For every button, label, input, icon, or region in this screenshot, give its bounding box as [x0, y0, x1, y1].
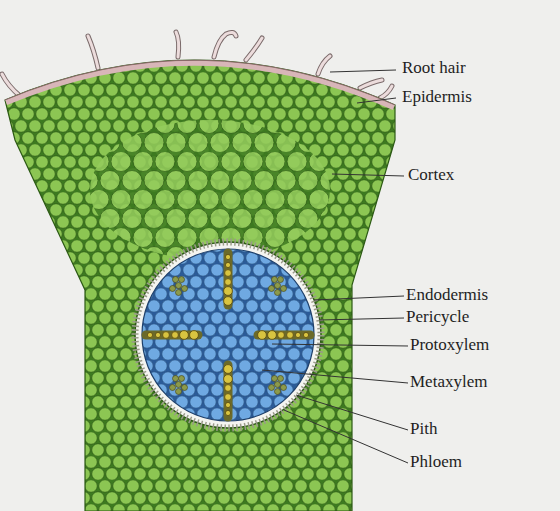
- phloem-cell: [280, 286, 286, 292]
- protoxylem-vessel: [147, 332, 152, 337]
- phloem-cell: [176, 381, 182, 387]
- phloem-cell: [173, 277, 179, 283]
- root-hair: [318, 56, 330, 74]
- metaxylem-vessel: [180, 331, 189, 340]
- root-hair: [380, 86, 392, 98]
- protoxylem-vessel: [225, 262, 230, 267]
- root-hair: [214, 32, 236, 57]
- root-hair-outline: [380, 86, 392, 98]
- xylem-arm: [224, 253, 233, 305]
- metaxylem-vessel: [268, 331, 277, 340]
- root-hair: [88, 36, 98, 68]
- xylem-arm: [258, 331, 310, 340]
- metaxylem-vessel: [225, 385, 232, 392]
- protoxylem-vessel: [225, 402, 230, 407]
- metaxylem-vessel: [224, 297, 233, 306]
- part-label: Phloem: [410, 452, 462, 472]
- metaxylem-vessel: [224, 365, 233, 374]
- endodermis: [135, 242, 321, 428]
- protoxylem-vessel: [303, 332, 308, 337]
- root-hair-outline: [214, 32, 236, 57]
- protoxylem-vessel: [155, 332, 160, 337]
- phloem-cell: [176, 283, 182, 289]
- metaxylem-vessel: [225, 394, 232, 401]
- phloem-cell: [182, 384, 188, 390]
- phloem-cell: [274, 381, 280, 387]
- root-hair-outline: [176, 32, 179, 57]
- metaxylem-vessel: [163, 332, 170, 339]
- vascular-tissue: [146, 253, 310, 417]
- metaxylem-vessel: [287, 332, 294, 339]
- phloem-cell: [173, 375, 179, 381]
- xylem-arm: [224, 365, 233, 417]
- metaxylem-vessel: [278, 332, 285, 339]
- part-label: Pith: [410, 419, 437, 439]
- root-hair-outline: [246, 38, 262, 60]
- phloem-cell: [277, 277, 283, 283]
- protoxylem-vessel: [295, 332, 300, 337]
- phloem-cell: [176, 290, 182, 296]
- xylem-arm: [146, 331, 198, 340]
- phloem-cell: [271, 277, 277, 283]
- phloem-cell: [271, 375, 277, 381]
- metaxylem-vessel: [190, 331, 199, 340]
- root-hair-outline: [2, 74, 20, 96]
- metaxylem-vessel: [225, 270, 232, 277]
- root-hair-outline: [318, 56, 330, 74]
- root-hair: [246, 38, 262, 60]
- metaxylem-vessel: [172, 332, 179, 339]
- pith: [142, 249, 314, 421]
- phloem-cell: [179, 277, 185, 283]
- epidermis: [5, 60, 395, 105]
- phloem-cell: [182, 286, 188, 292]
- cortex-large-cells: [90, 120, 330, 260]
- phloem-cell: [268, 384, 274, 390]
- phloem-cell: [179, 375, 185, 381]
- part-label: Endodermis: [406, 285, 488, 305]
- epidermis-outline: [5, 60, 395, 105]
- root-hair-outline: [360, 80, 382, 88]
- protoxylem-vessel: [225, 254, 230, 259]
- metaxylem-vessel: [224, 287, 233, 296]
- metaxylem-vessel: [258, 331, 267, 340]
- part-label: Pericycle: [406, 307, 469, 327]
- root-hair: [2, 74, 20, 96]
- protoxylem-vessel: [225, 410, 230, 415]
- phloem-cell: [274, 290, 280, 296]
- part-label: Root hair: [402, 58, 466, 78]
- part-label: Metaxylem: [410, 372, 487, 392]
- part-label: Cortex: [408, 165, 454, 185]
- phloem-cell: [170, 286, 176, 292]
- endodermis-cells: [135, 242, 321, 428]
- leader-lines: [262, 70, 408, 463]
- phloem-cell: [268, 286, 274, 292]
- part-label: Epidermis: [402, 87, 472, 107]
- phloem-cell: [277, 375, 283, 381]
- phloem-cell: [274, 283, 280, 289]
- metaxylem-vessel: [224, 375, 233, 384]
- root-hair: [176, 32, 179, 57]
- root-hair-outline: [88, 36, 98, 68]
- phloem-cell: [170, 384, 176, 390]
- cortex: [5, 60, 395, 511]
- phloem-cell: [280, 384, 286, 390]
- root-hair: [360, 80, 382, 88]
- phloem-cell: [176, 388, 182, 394]
- part-label: Protoxylem: [410, 335, 489, 355]
- metaxylem-vessel: [225, 279, 232, 286]
- phloem-cell: [274, 388, 280, 394]
